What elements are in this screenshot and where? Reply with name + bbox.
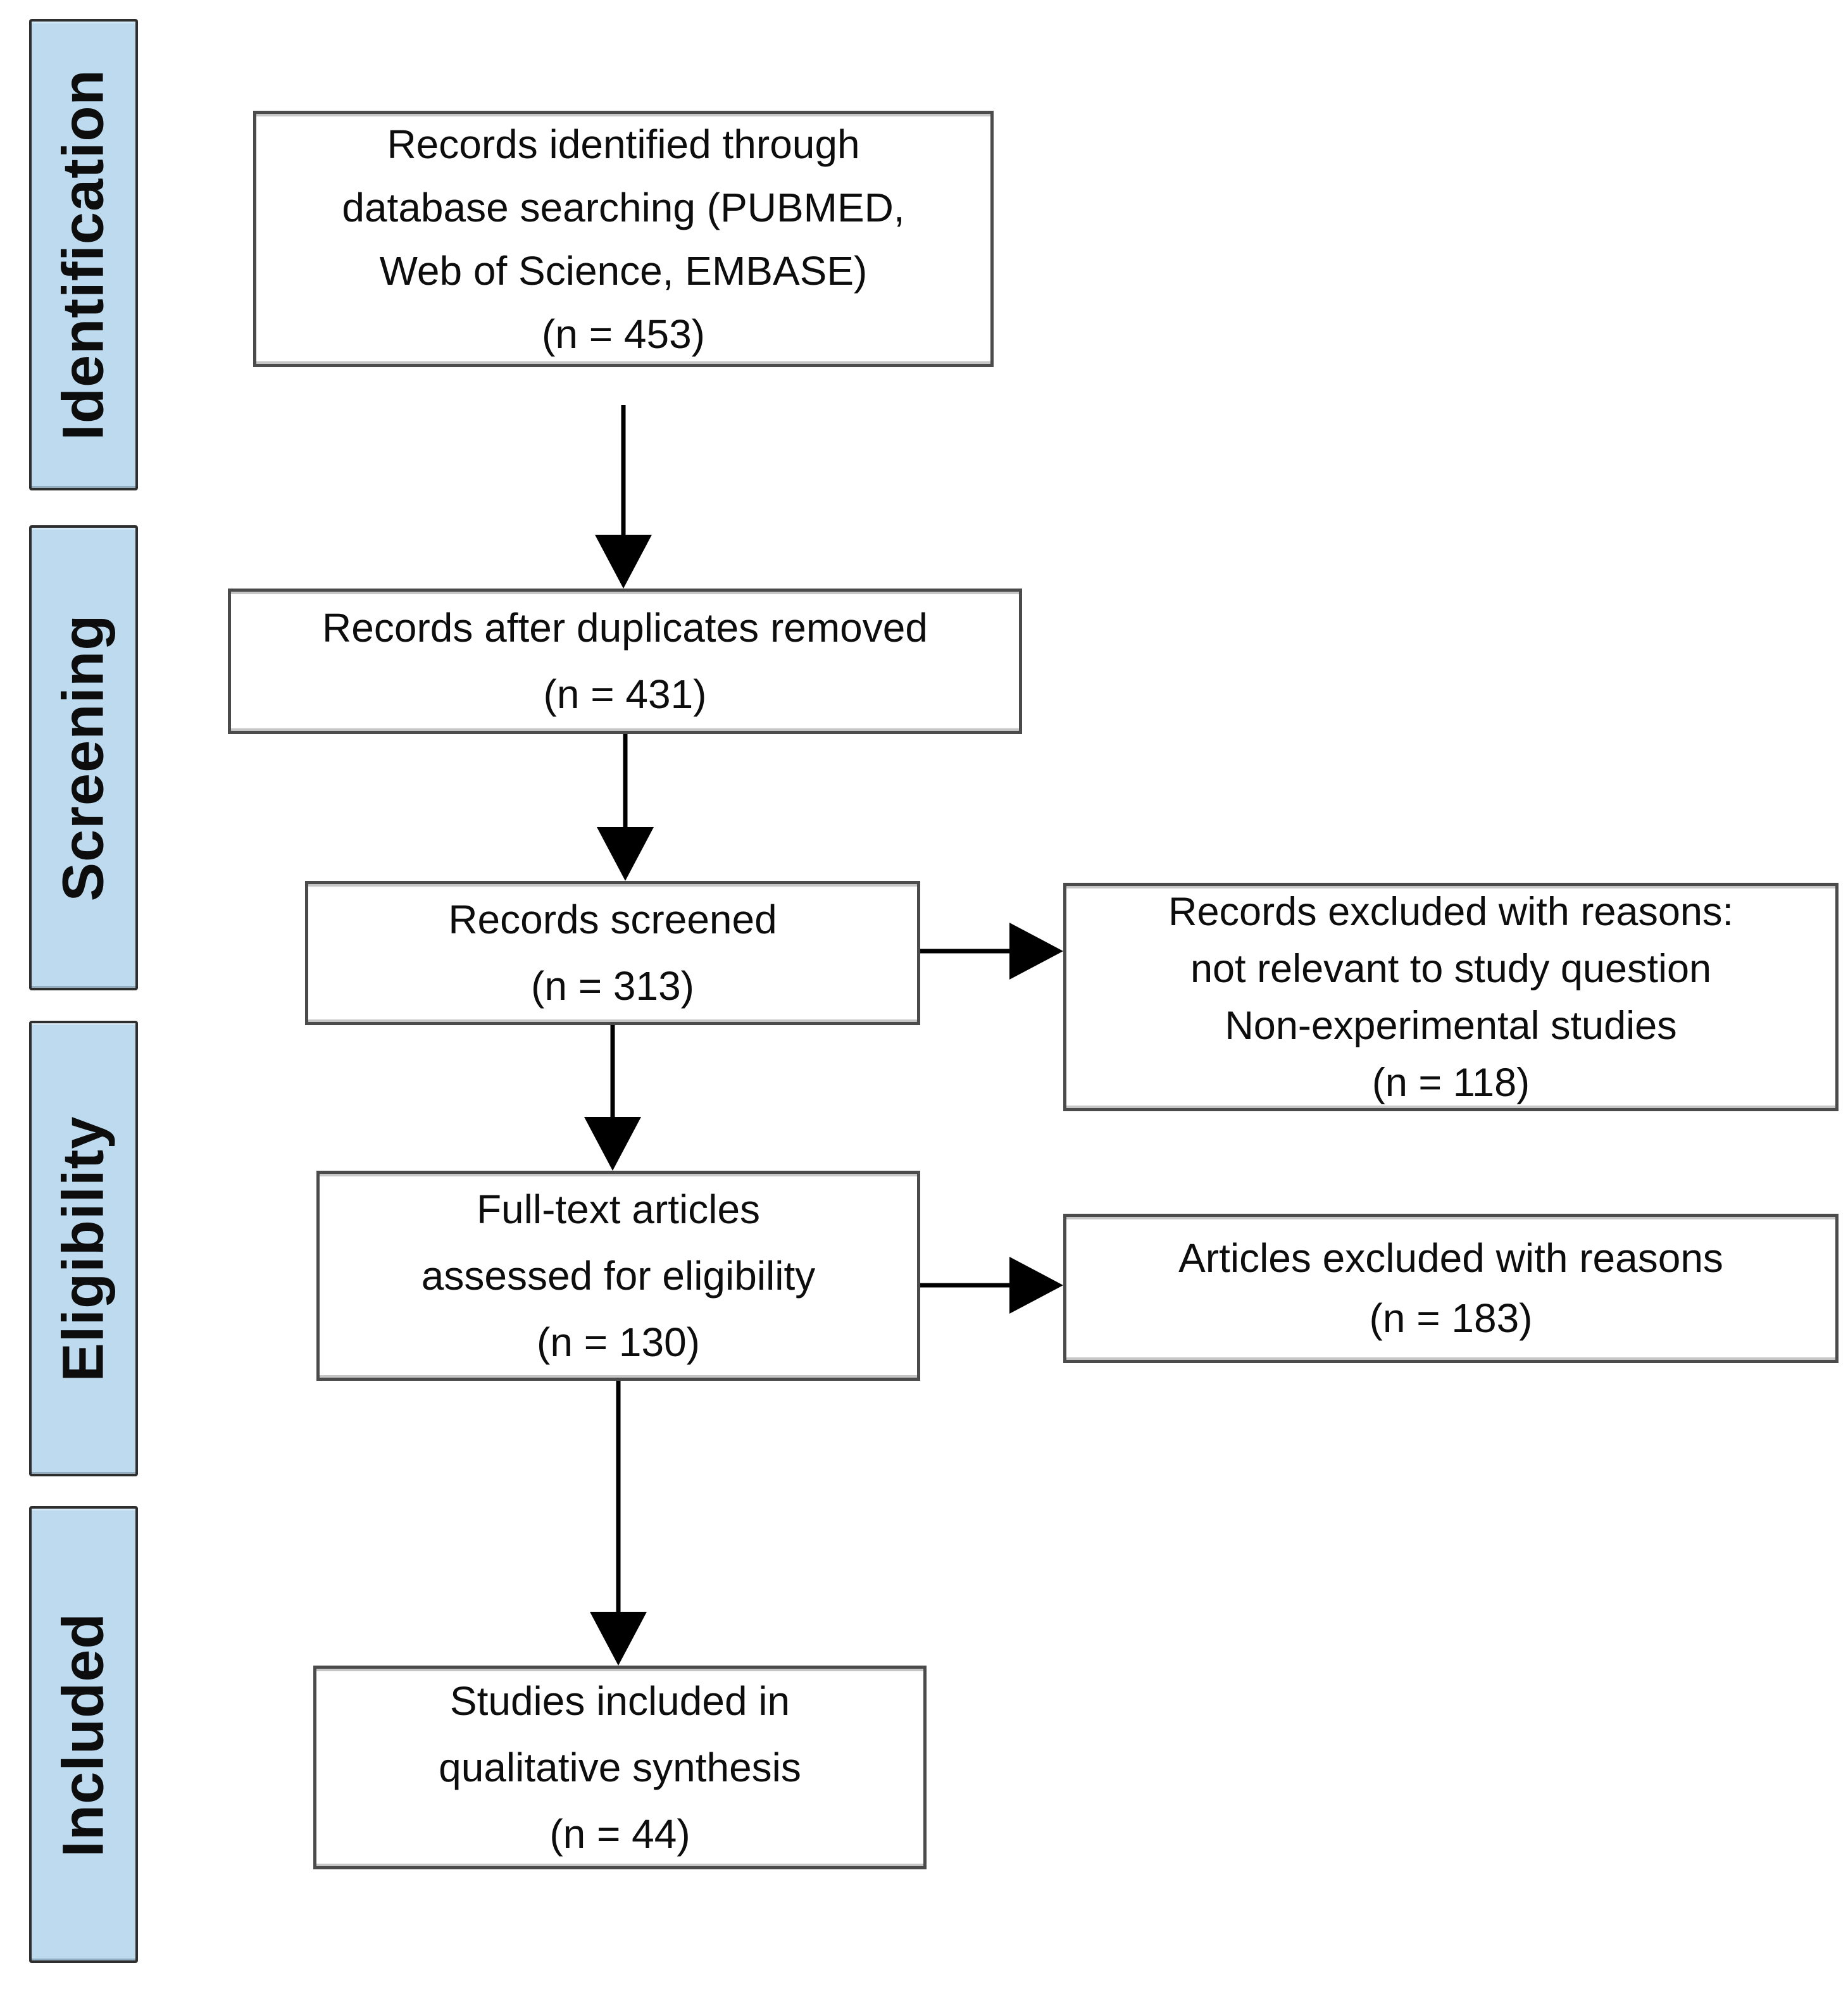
box-records-identified-count: (n = 453) (542, 311, 705, 357)
box-fulltext-assessed-count: (n = 130) (537, 1319, 700, 1365)
box-records-excluded-count: (n = 118) (1371, 1060, 1530, 1105)
arrowhead-dedup-to-screened (597, 827, 654, 881)
box-records-identified-line2: database searching (PUBMED, (342, 184, 905, 230)
box-records-excluded-line1: Records excluded with reasons: (1168, 889, 1733, 934)
box-records-excluded-line3: Non-experimental studies (1225, 1003, 1677, 1048)
box-articles-excluded: Articles excluded with reasons (n = 183) (1063, 1214, 1839, 1363)
box-fulltext-assessed-line2: assessed for eligibility (421, 1252, 816, 1299)
box-records-identified-line3: Web of Science, EMBASE) (379, 247, 868, 294)
box-duplicates-removed: Records after duplicates removed (n = 43… (228, 589, 1022, 734)
box-records-screened-count: (n = 313) (531, 963, 694, 1009)
box-records-excluded-line2: not relevant to study question (1190, 946, 1712, 991)
box-records-identified: Records identified through database sear… (253, 111, 994, 367)
box-studies-included: Studies included in qualitative synthesi… (313, 1666, 927, 1869)
arrowhead-fulltext-to-excluded (1009, 1257, 1063, 1314)
arrowhead-fulltext-to-included (590, 1612, 647, 1666)
stage-label-eligibility: Eligibility (29, 1021, 138, 1476)
box-fulltext-assessed: Full-text articles assessed for eligibil… (316, 1171, 920, 1381)
arrowhead-screened-to-fulltext (584, 1117, 641, 1171)
box-records-identified-line1: Records identified through (387, 121, 860, 167)
arrowhead-identified-to-dedup (595, 535, 652, 589)
box-studies-included-count: (n = 44) (549, 1810, 690, 1857)
box-records-excluded: Records excluded with reasons: not relev… (1063, 883, 1839, 1111)
box-fulltext-assessed-line1: Full-text articles (476, 1186, 761, 1232)
box-studies-included-line2: qualitative synthesis (439, 1744, 801, 1790)
stage-label-screening: Screening (29, 525, 138, 990)
box-articles-excluded-line1: Articles excluded with reasons (1178, 1235, 1723, 1281)
box-records-screened: Records screened (n = 313) (305, 881, 920, 1025)
box-duplicates-removed-count: (n = 431) (543, 671, 707, 717)
box-articles-excluded-count: (n = 183) (1369, 1295, 1533, 1341)
arrowhead-screened-to-excluded (1009, 923, 1063, 980)
box-records-screened-line1: Records screened (448, 897, 777, 942)
stage-label-identification: Identification (29, 19, 138, 490)
box-studies-included-line1: Studies included in (449, 1678, 790, 1724)
stage-label-included: Included (29, 1506, 138, 1963)
box-duplicates-removed-line1: Records after duplicates removed (322, 605, 928, 651)
